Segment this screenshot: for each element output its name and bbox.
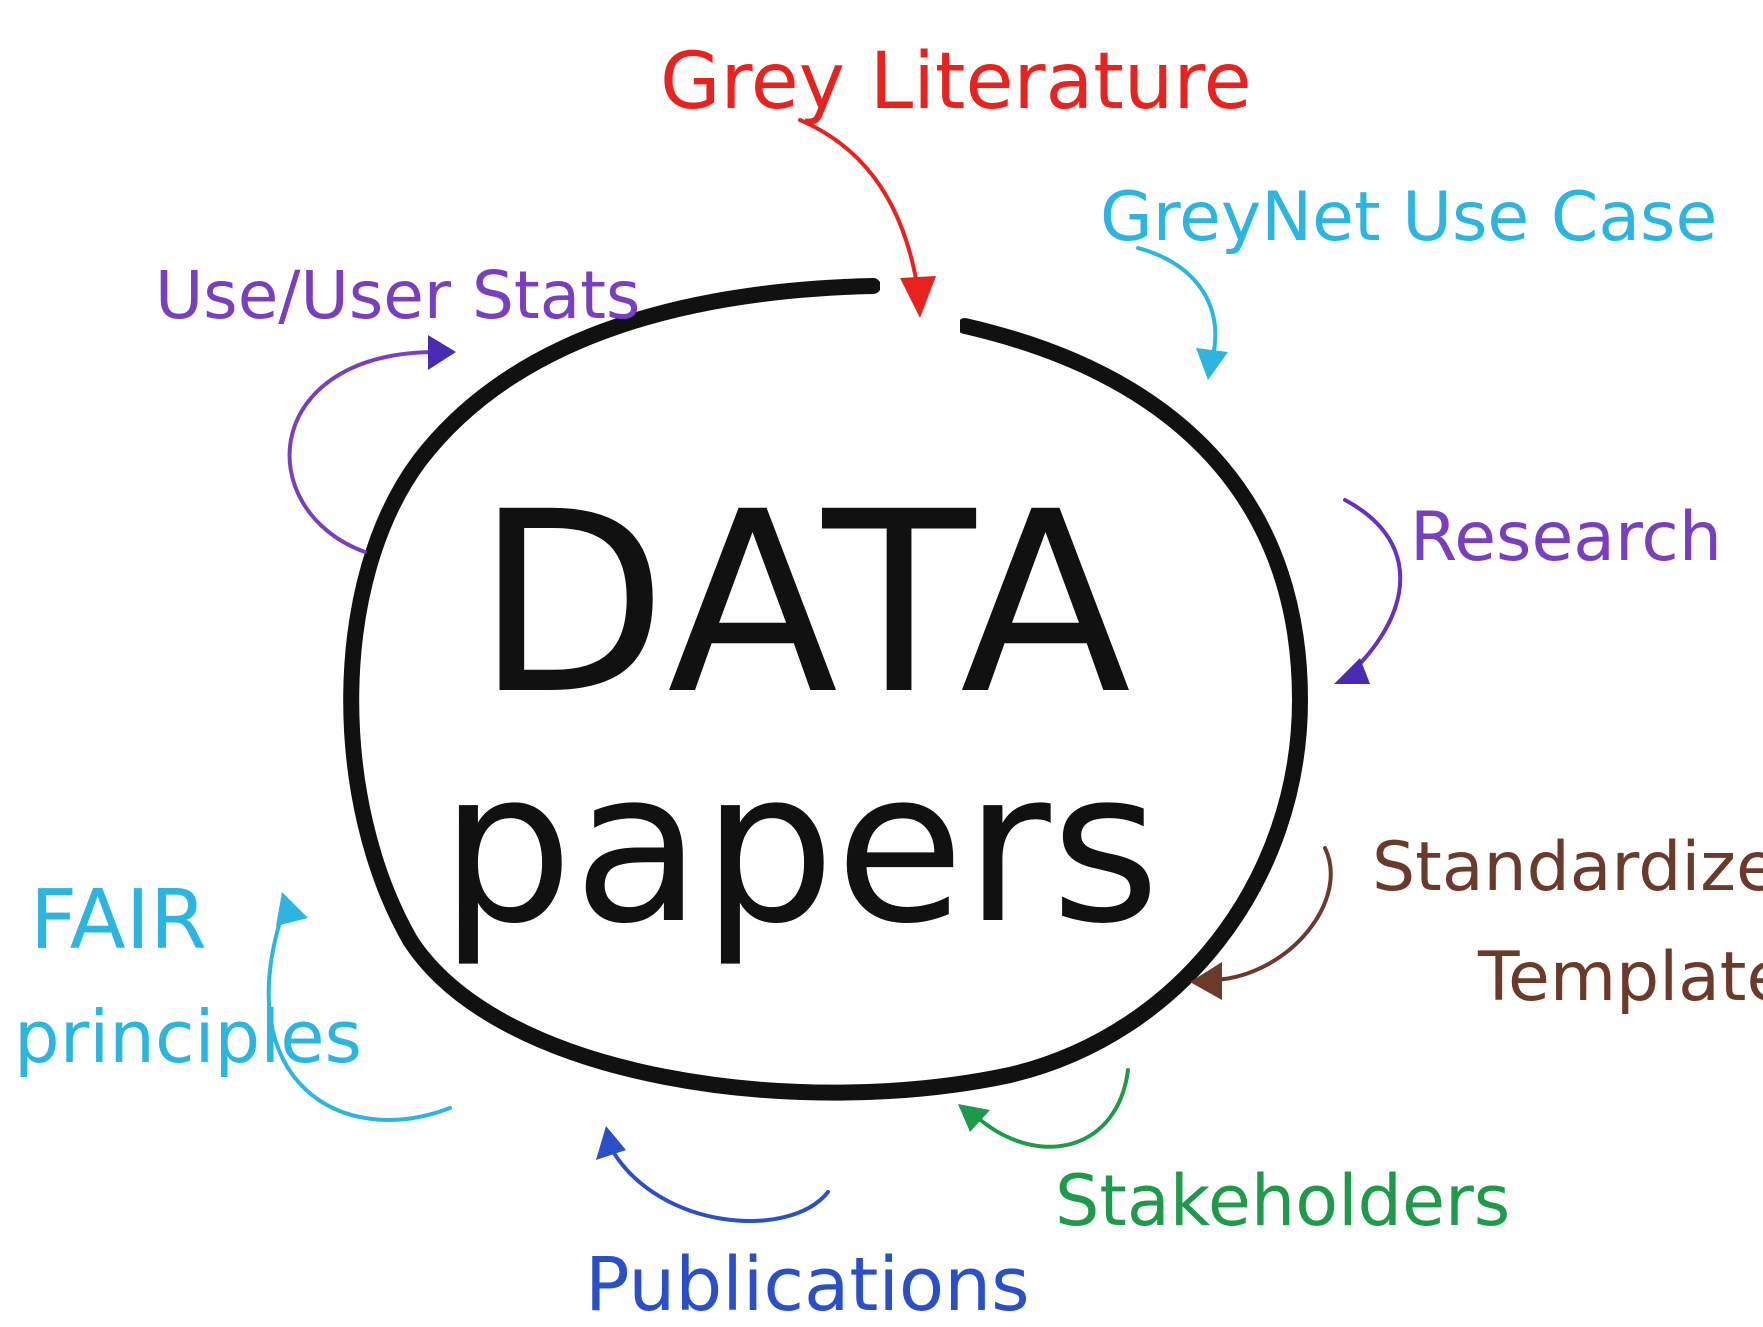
arrow-publications	[610, 1148, 830, 1223]
label-publications: Publications	[585, 1242, 1030, 1327]
label-grey-literature: Grey Literature	[660, 37, 1252, 127]
arrowhead-fair-principles	[276, 892, 308, 926]
label-greynet-use-case: GreyNet Use Case	[1100, 178, 1717, 257]
arrow-fair-principles	[266, 913, 452, 1122]
arrowhead-publications	[596, 1126, 626, 1160]
center-title-data: DATA	[475, 458, 1135, 749]
arrow-stakeholders	[976, 1068, 1130, 1149]
arrow-use-user-stats	[287, 349, 442, 554]
arrowhead-greynet-use-case	[1196, 348, 1228, 380]
arrow-grey-literature	[798, 118, 920, 292]
arrowhead-standardized-template	[1190, 962, 1222, 1000]
label-template: Template	[1477, 938, 1763, 1017]
central-ellipse-left-arc	[343, 278, 1309, 1101]
arrow-greynet-use-case	[1136, 246, 1218, 362]
label-research: Research	[1410, 498, 1722, 577]
label-use-user-stats: Use/User Stats	[155, 257, 640, 334]
label-standardized: Standardized	[1372, 828, 1763, 907]
arrowhead-stakeholders	[958, 1104, 990, 1132]
center-title-papers: papers	[440, 725, 1160, 970]
label-principles: principles	[14, 995, 362, 1079]
arrowhead-use-user-stats	[428, 335, 456, 370]
arrow-research	[1343, 498, 1403, 674]
label-stakeholders: Stakeholders	[1055, 1160, 1510, 1242]
arrowhead-grey-literature	[900, 276, 936, 318]
arrow-standardized-template	[1213, 846, 1333, 982]
arrowhead-research	[1334, 658, 1370, 684]
label-fair: FAIR	[30, 873, 207, 968]
